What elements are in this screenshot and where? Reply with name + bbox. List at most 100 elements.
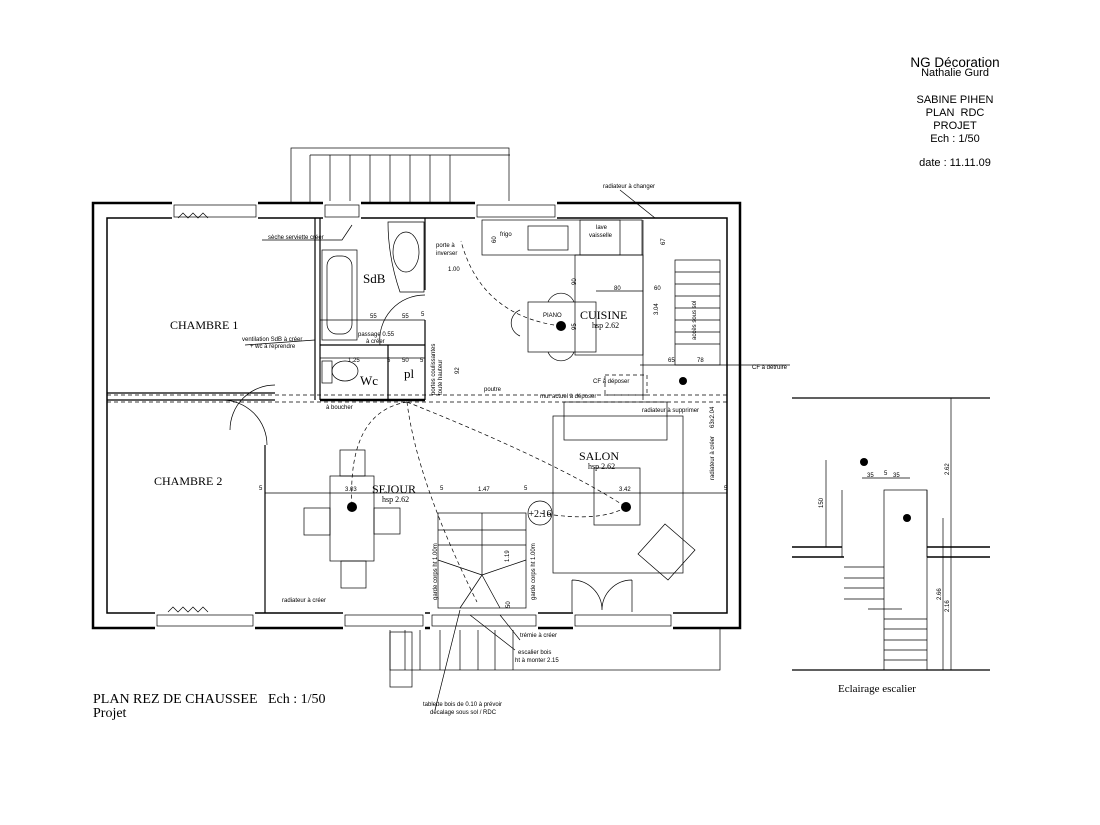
title-block: NG Décoration Nathalie Gurd SABINE PIHEN… — [880, 55, 1030, 170]
dim-label: 55 — [370, 314, 377, 320]
basement-stairs — [674, 259, 721, 366]
chambre2-door-swing — [221, 399, 268, 446]
note-garde-corps-left: garde corps ht 1.00m — [433, 543, 439, 600]
note-63x204: 63x2.04 — [710, 406, 716, 428]
sejour-height: hsp 2.62 — [382, 495, 409, 504]
bathroom-door-swing — [379, 294, 426, 346]
dim-label: 50 — [506, 601, 512, 608]
dim-label: 92 — [455, 367, 461, 374]
room-sejour: SEJOUR — [372, 482, 416, 496]
note-radiateur-supprimer: radiateur à supprimer — [642, 408, 699, 414]
dim-label: 5 — [724, 486, 728, 492]
note-decalage: décalage sous sol / RDC — [430, 710, 497, 716]
level-label: +2.16 — [528, 509, 551, 520]
client-name: SABINE PIHEN — [916, 94, 994, 106]
elev-dim-label: 35 — [867, 473, 874, 479]
dim-label: 5 — [387, 358, 391, 364]
caption-title: PLAN REZ DE CHAUSSEE Ech : 1/50 — [93, 692, 326, 707]
dim-label: 3.04 — [654, 303, 660, 315]
note-poutre: poutre — [484, 387, 502, 393]
note-a-boucher: à boucher — [326, 405, 353, 411]
dim-label: 1.25 — [348, 358, 360, 364]
dim-label: 5 — [420, 358, 424, 364]
note-cf-deposer: CF à déposer — [593, 379, 629, 385]
plan-date: date : 11.11.09 — [919, 157, 991, 169]
dimension-labels: 55 55 5 1.25 5 50 5 92 1.00 60 80 60 3.0… — [259, 236, 728, 608]
note-wc: + wc à reprendre — [250, 344, 296, 350]
elev-dim-label: 2.66 — [937, 588, 943, 600]
room-chambre-1: CHAMBRE 1 — [170, 318, 238, 332]
note-seche-serviette: sèche serviette créer — [268, 235, 324, 241]
elev-dim-label: 2.62 — [945, 463, 951, 475]
elev-dim-label: 5 — [884, 471, 888, 477]
exterior-stairs-bottom — [389, 627, 721, 688]
interior-walls — [107, 218, 426, 613]
room-cuisine: CUISINE — [580, 308, 627, 322]
note-cf-detruire: CF à détruire — [752, 365, 788, 371]
windows — [155, 201, 673, 630]
room-salon: SALON — [579, 449, 619, 463]
dining-table — [303, 449, 401, 589]
elev-dim-label: 150 — [819, 497, 825, 508]
wall-light-icon — [903, 514, 911, 522]
salon-height: hsp 2.62 — [588, 462, 615, 471]
note-porte: porte à — [436, 243, 455, 249]
room-pl: pl — [404, 366, 415, 381]
dim-label: 90 — [572, 278, 578, 285]
stair-lighting-elevation: 35 5 35 150 2.62 2.66 2.16 Eclairage esc… — [792, 397, 990, 695]
light-icon — [347, 502, 357, 512]
designer-name: Nathalie Gurd — [921, 67, 989, 79]
plan-status: PROJET — [933, 120, 977, 132]
dim-label: 5 — [440, 486, 444, 492]
note-escalier-bois: escalier bois — [518, 650, 551, 656]
dim-label: 5 — [259, 486, 263, 492]
note-radiateur-creer-salon: radiateur à créer — [710, 436, 716, 480]
note-radiateur-creer-ch2: radiateur à créer — [282, 598, 326, 604]
note-ventilation: ventilation SdB à créer — [242, 337, 302, 343]
dim-label: 67 — [661, 238, 667, 245]
note-toute-hauteur: toute hauteur — [438, 360, 444, 395]
elev-dim-label: 2.16 — [945, 600, 951, 612]
dim-label: 1.47 — [478, 487, 490, 493]
toilet — [321, 360, 359, 384]
plan-caption: PLAN REZ DE CHAUSSEE Ech : 1/50 Projet — [93, 693, 326, 721]
washbasin — [387, 221, 425, 293]
leader-lines — [244, 189, 656, 711]
dim-label: 50 — [402, 358, 409, 364]
dim-label: 80 — [614, 286, 621, 292]
note-passage: passage 0.55 — [358, 332, 395, 338]
firm-name: NG Décoration — [910, 55, 1000, 70]
bathtub — [321, 249, 358, 341]
note-piano: PIANO — [543, 313, 562, 319]
interior-stairs — [437, 512, 527, 609]
french-door — [571, 579, 633, 612]
note-mur-deposer: mur actuel à déposer — [540, 394, 596, 400]
elev-dim-label: 35 — [893, 473, 900, 479]
note-tremie: trémie à créer — [520, 633, 557, 639]
plan-scale: Ech : 1/50 — [930, 133, 980, 145]
wall-light-icon — [860, 458, 868, 466]
dim-label: 5 — [421, 312, 425, 318]
piano — [510, 292, 597, 362]
room-sdb: SdB — [363, 271, 386, 286]
cuisine-height: hsp 2.62 — [592, 321, 619, 330]
kitchen-counter — [481, 219, 644, 400]
note-portes-coulissantes: portes coulissantes — [431, 344, 437, 395]
note-porte-inverser: inverser — [436, 251, 457, 257]
note-frigo: frigo — [500, 232, 512, 238]
elevation-title: Eclairage escalier — [838, 683, 916, 695]
dim-label: 65 — [668, 358, 675, 364]
note-tablette: tablette bois de 0.10 à prévoir — [423, 702, 502, 708]
caption-subtitle: Projet — [93, 706, 127, 721]
exterior-stairs-top — [290, 147, 510, 204]
plan-name: PLAN RDC — [925, 107, 985, 119]
level-marker: +2.16 — [527, 500, 553, 526]
dim-label: 78 — [697, 358, 704, 364]
room-chambre-2: CHAMBRE 2 — [154, 474, 222, 488]
chambre1-door-swing — [229, 384, 276, 431]
dim-label: 60 — [654, 286, 661, 292]
note-passage-create: à créer — [366, 339, 385, 345]
dim-label: 95 — [572, 323, 578, 330]
room-wc: Wc — [360, 373, 378, 388]
